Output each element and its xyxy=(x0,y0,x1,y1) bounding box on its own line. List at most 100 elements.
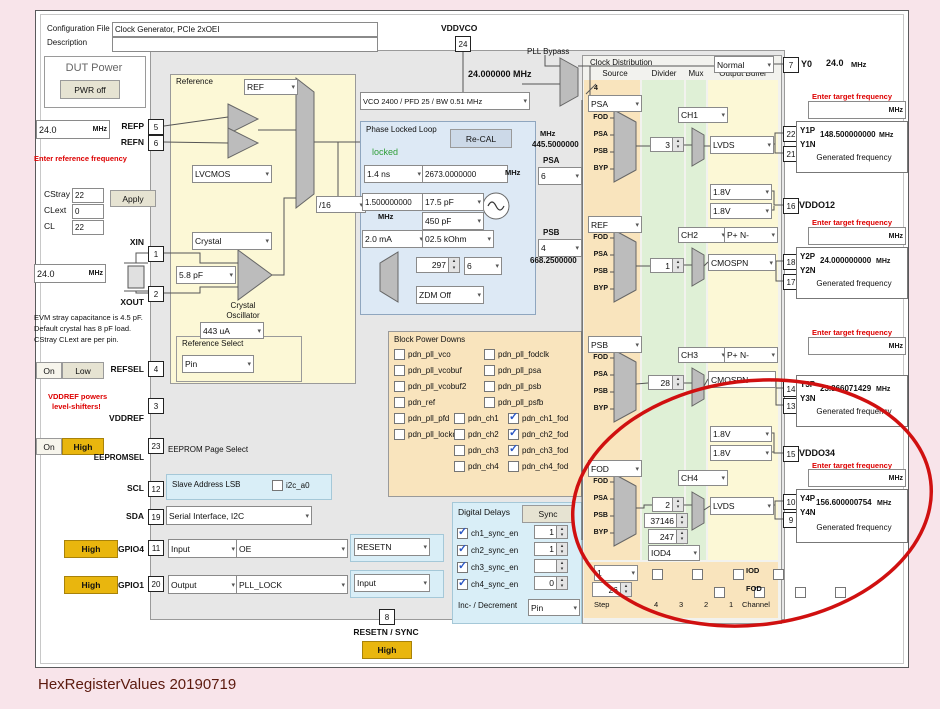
pdn_pll_lockdet-checkbox[interactable] xyxy=(394,429,405,440)
refsel-on-button[interactable]: On xyxy=(36,362,62,379)
zdm-dropdown[interactable]: ZDM Off▾ xyxy=(416,286,484,304)
n-frac-dropdown[interactable]: 6▾ xyxy=(464,257,502,275)
ch4-iod-dropdown[interactable]: IOD4▾ xyxy=(648,545,700,561)
y4-target-input[interactable]: MHz xyxy=(808,469,906,487)
gpio1-mode-dropdown[interactable]: PLL_LOCK▾ xyxy=(236,575,348,594)
psb-divider-dropdown[interactable]: 4▾ xyxy=(538,239,582,257)
gpio4-direction-dropdown[interactable]: Input▾ xyxy=(168,539,238,558)
eeprom-high-button[interactable]: High xyxy=(62,438,104,455)
gpio4-high-button[interactable]: High xyxy=(64,540,118,558)
pdn_pll_psfb-checkbox[interactable] xyxy=(484,397,495,408)
ch2-polarity-dropdown[interactable]: P+ N-▾ xyxy=(724,227,778,243)
spinner-down-icon[interactable]: ▾ xyxy=(560,531,564,538)
ref-dropdown[interactable]: REF▾ xyxy=(244,79,298,95)
ch3-sync-delay-spinner[interactable]: ▴▾ xyxy=(534,559,568,573)
vco-config-dropdown[interactable]: VCO 2400 / PFD 25 / BW 0.51 MHz▾ xyxy=(360,92,530,110)
pdn_ch3_fod-checkbox[interactable] xyxy=(508,442,519,456)
pdn_pll_pfd-checkbox[interactable] xyxy=(394,413,405,424)
spinner-down-icon[interactable]: ▾ xyxy=(452,265,456,271)
ch2-buffer-dropdown[interactable]: CMOSPN▾ xyxy=(708,254,776,271)
refsel-low-button[interactable]: Low xyxy=(62,362,104,379)
spinner-down-icon[interactable]: ▾ xyxy=(560,565,564,572)
i2c-a0-checkbox[interactable] xyxy=(272,480,283,491)
config-file-input[interactable]: Clock Generator, PCIe 2xOEI xyxy=(112,22,378,37)
inc-decrement-dropdown[interactable]: Pin▾ xyxy=(528,599,580,616)
div16-dropdown[interactable]: /16▾ xyxy=(316,196,366,213)
pdn_ch4-checkbox[interactable] xyxy=(454,461,465,472)
spinner-down-icon[interactable]: ▾ xyxy=(676,144,680,151)
reference-select-dropdown[interactable]: Pin▾ xyxy=(182,355,254,373)
loop-c1-dropdown[interactable]: 17.5 pF▾ xyxy=(422,193,484,211)
spinner-down-icon[interactable]: ▾ xyxy=(676,382,680,389)
vddo2-voltage-dropdown[interactable]: 1.8V▾ xyxy=(710,203,772,219)
pdn_ch2-checkbox[interactable] xyxy=(454,429,465,440)
pwr-off-button[interactable]: PWR off xyxy=(60,80,120,99)
spinner-down-icon[interactable]: ▾ xyxy=(560,548,564,555)
pdn_pll_vco-checkbox[interactable] xyxy=(394,349,405,360)
iod-ch3-checkbox[interactable] xyxy=(692,569,704,580)
tdc-dropdown[interactable]: 1.4 ns▾ xyxy=(364,165,424,183)
loop-c2-dropdown[interactable]: 450 pF▾ xyxy=(422,212,484,230)
ch4-mux-dropdown[interactable]: CH4▾ xyxy=(678,470,728,486)
spinner-up-icon[interactable]: ▴ xyxy=(560,525,564,532)
ch1-sync-delay-spinner[interactable]: 1▴▾ xyxy=(534,525,568,539)
ch2-sync-delay-spinner[interactable]: 1▴▾ xyxy=(534,542,568,556)
spinner-down-icon[interactable]: ▾ xyxy=(680,536,684,543)
gpio1-direction-dropdown[interactable]: Output▾ xyxy=(168,575,238,594)
charge-pump-dropdown[interactable]: 2.0 mA▾ xyxy=(362,230,426,248)
ch1-source-dropdown[interactable]: PSA▾ xyxy=(588,95,642,112)
ch4-divider-spinner[interactable]: 2▴▾ xyxy=(652,497,684,512)
spinner-down-icon[interactable]: ▾ xyxy=(560,582,564,589)
n-divider-spinner[interactable]: 297 ▴▾ xyxy=(416,257,460,273)
ch3-buffer-dropdown[interactable]: CMOSPN▾ xyxy=(708,371,776,388)
spinner-up-icon[interactable]: ▴ xyxy=(560,559,564,566)
gpio1-high-button[interactable]: High xyxy=(64,576,118,594)
spinner-down-icon[interactable]: ▾ xyxy=(680,520,684,527)
spinner-down-icon[interactable]: ▾ xyxy=(624,589,628,596)
iod-ch4-checkbox[interactable] xyxy=(652,569,663,580)
ch4-buffer-dropdown[interactable]: LVDS▾ xyxy=(710,497,774,515)
pdn_ch4_fod-checkbox[interactable] xyxy=(508,461,519,472)
spinner-down-icon[interactable]: ▾ xyxy=(676,504,680,511)
ch3-sync-en-checkbox[interactable] xyxy=(457,559,468,573)
ch3-divider-spinner[interactable]: 28▴▾ xyxy=(648,375,684,390)
spinner-down-icon[interactable]: ▾ xyxy=(676,265,680,272)
pdn_pll_fodclk-checkbox[interactable] xyxy=(484,349,495,360)
ch1-sync-en-checkbox[interactable] xyxy=(457,525,468,539)
iod-ch2-checkbox[interactable] xyxy=(732,569,744,580)
gpio4-resetn-dropdown[interactable]: RESETN▾ xyxy=(354,538,430,556)
step-size-spinner[interactable]: 26▴▾ xyxy=(592,582,632,597)
eeprom-on-button[interactable]: On xyxy=(36,438,62,455)
pdn_pll_vcobuf-checkbox[interactable] xyxy=(394,365,405,376)
ch4-fod-den-spinner[interactable]: 247▴▾ xyxy=(648,529,688,544)
fod-ch1-checkbox[interactable] xyxy=(835,587,847,598)
pdn_pll_vcobuf2-checkbox[interactable] xyxy=(394,381,405,392)
osc-current-dropdown[interactable]: 443 uA▾ xyxy=(200,322,264,339)
spinner-up-icon[interactable]: ▴ xyxy=(560,542,564,549)
gpio4-mode-dropdown[interactable]: OE▾ xyxy=(236,539,348,558)
iod-ch1-checkbox[interactable] xyxy=(773,569,785,580)
pdn_ch3-checkbox[interactable] xyxy=(454,445,465,456)
ch2-mux-dropdown[interactable]: CH2▾ xyxy=(678,227,728,243)
step-channel-dropdown[interactable]: 1▾ xyxy=(594,565,638,581)
crystal-frequency-input[interactable]: 24.0 MHz xyxy=(34,264,106,283)
ch1-divider-spinner[interactable]: 3▴▾ xyxy=(650,137,684,152)
ch4-sync-en-checkbox[interactable] xyxy=(457,576,468,590)
clext-input[interactable]: 0 xyxy=(72,204,104,219)
ch2-sync-en-checkbox[interactable] xyxy=(457,542,468,556)
ch1-mux-dropdown[interactable]: CH1▾ xyxy=(678,107,728,123)
pdn_ch1-checkbox[interactable] xyxy=(454,413,465,424)
y2-target-input[interactable]: MHz xyxy=(808,227,906,245)
reference-frequency-input[interactable]: 24.0 MHz xyxy=(36,120,110,139)
loop-resistor-dropdown[interactable]: 02.5 kOhm▾ xyxy=(422,230,494,248)
gpio1-input-dropdown[interactable]: Input▾ xyxy=(354,574,430,592)
recal-button[interactable]: Re-CAL xyxy=(450,129,512,148)
ch3-source-dropdown[interactable]: PSB▾ xyxy=(588,336,642,353)
pdn_pll_psb-checkbox[interactable] xyxy=(484,381,495,392)
ch3-mux-dropdown[interactable]: CH3▾ xyxy=(678,347,728,363)
cl-input[interactable]: 22 xyxy=(72,220,104,235)
ch2-source-dropdown[interactable]: REF▾ xyxy=(588,216,642,233)
spinner-up-icon[interactable]: ▴ xyxy=(560,576,564,583)
spinner-up-icon[interactable]: ▴ xyxy=(676,258,680,265)
apply-button[interactable]: Apply xyxy=(110,190,156,207)
